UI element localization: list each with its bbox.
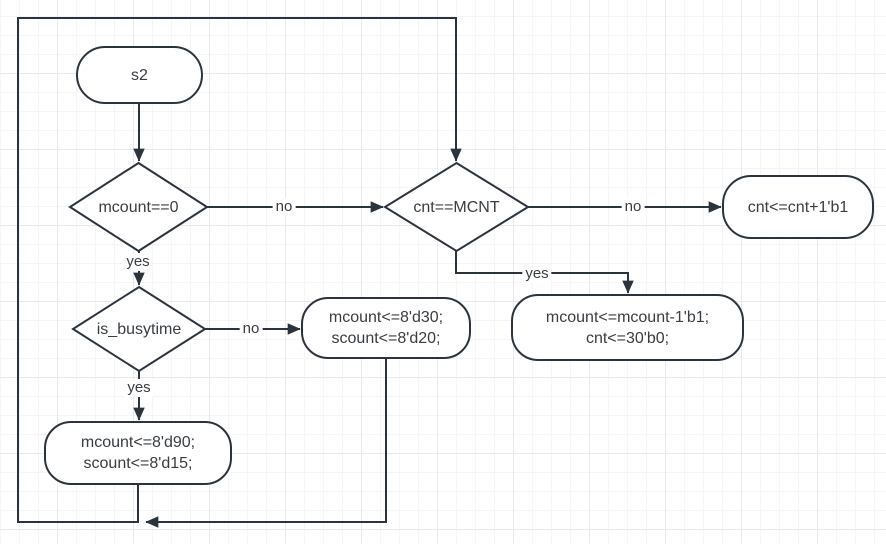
node-cnt-increment-shape[interactable] [722, 175, 874, 239]
node-mcount-check-label[interactable]: mcount==0 [70, 163, 207, 251]
node-s2-label[interactable]: s2 [77, 47, 202, 103]
node-cnt-increment-label[interactable]: cnt<=cnt+1'b1 [723, 176, 873, 238]
node-s2-shape[interactable] [76, 46, 203, 104]
node-busytime-check-text: is_busytime [96, 320, 182, 338]
edge-label-busytime-no[interactable]: no [239, 320, 263, 338]
node-set30-line2: scount<=8'd20; [331, 330, 441, 347]
edge-set30-to-loop-junction[interactable] [145, 358, 387, 528]
node-mcount-decrement-label[interactable]: mcount<=mcount-1'b1; cnt<=30'b0; [512, 295, 743, 360]
node-cnt-check-shape[interactable] [383, 161, 530, 253]
edge-label-mcount-yes[interactable]: yes [123, 253, 153, 271]
node-cnt-check-label[interactable]: cnt==MCNT [385, 163, 528, 251]
edge-label-cnt-yes[interactable]: yes [522, 265, 552, 283]
edge-set90-loop-to-cnt-check[interactable] [17, 17, 462, 523]
edge-label-cnt-no[interactable]: no [621, 198, 645, 216]
edge-label-busytime-yes[interactable]: yes [124, 379, 154, 397]
node-s2-text: s2 [131, 66, 148, 84]
node-mcount-decrement-shape[interactable] [511, 294, 744, 361]
node-cnt-check-text: cnt==MCNT [413, 198, 500, 216]
node-set90-line1: mcount<=8'd90; [80, 434, 196, 451]
node-set30-line1: mcount<=8'd30; [328, 309, 444, 326]
edge-label-mcount-no[interactable]: no [272, 198, 296, 216]
node-mcount-check-text: mcount==0 [98, 198, 179, 216]
node-busytime-check-shape[interactable] [71, 285, 207, 373]
node-cnt-increment-text: cnt<=cnt+1'b1 [747, 198, 849, 216]
node-mcount-decrement-line2: cnt<=30'b0; [585, 329, 670, 347]
node-busytime-check-label[interactable]: is_busytime [73, 287, 205, 371]
node-set30-label[interactable]: mcount<=8'd30; scount<=8'd20; [302, 298, 470, 358]
node-set90-shape[interactable] [44, 421, 232, 485]
node-mcount-check-shape[interactable] [68, 161, 209, 253]
node-set90-line2: scount<=8'd15; [83, 455, 193, 472]
shapes-group [44, 46, 874, 485]
node-mcount-decrement-line1: mcount<=mcount-1'b1; [545, 308, 710, 326]
node-set90-label[interactable]: mcount<=8'd90; scount<=8'd15; [45, 422, 231, 484]
node-set30-shape[interactable] [301, 297, 471, 359]
